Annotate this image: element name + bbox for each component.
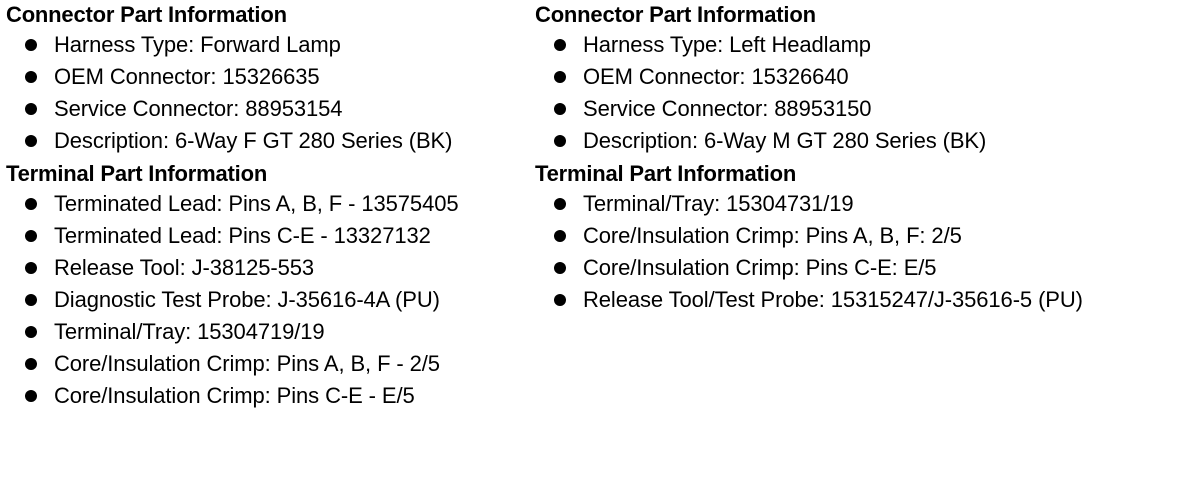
list-item-text: Service Connector: 88953154 [54,96,343,121]
list-item: Core/Insulation Crimp: Pins C-E - E/5 [6,380,534,412]
bullet-icon [25,103,37,115]
list-item: Service Connector: 88953154 [6,93,534,125]
list-item: Core/Insulation Crimp: Pins C-E: E/5 [535,252,1175,284]
bullet-icon [554,39,566,51]
list-item-text: Release Tool/Test Probe: 15315247/J-3561… [583,287,1083,312]
list-item-text: Description: 6-Way M GT 280 Series (BK) [583,128,987,153]
terminal-list: Terminated Lead: Pins A, B, F - 13575405… [6,188,534,412]
list-item-text: Terminal/Tray: 15304719/19 [54,319,325,344]
list-item-text: Service Connector: 88953150 [583,96,872,121]
bullet-icon [25,294,37,306]
list-item-text: Release Tool: J-38125-553 [54,255,315,280]
list-item-text: Harness Type: Forward Lamp [54,32,341,57]
list-item: Release Tool: J-38125-553 [6,252,534,284]
list-item: Harness Type: Left Headlamp [535,29,1175,61]
list-item: Description: 6-Way F GT 280 Series (BK) [6,125,534,157]
bullet-icon [25,262,37,274]
list-item: Harness Type: Forward Lamp [6,29,534,61]
terminal-heading: Terminal Part Information [6,161,268,186]
list-item-text: OEM Connector: 15326640 [583,64,849,89]
bullet-icon [25,390,37,402]
bullet-icon [554,230,566,242]
list-item: Description: 6-Way M GT 280 Series (BK) [535,125,1175,157]
list-item: Service Connector: 88953150 [535,93,1175,125]
list-item: Terminal/Tray: 15304719/19 [6,316,534,348]
connector-heading: Connector Part Information [535,2,816,27]
bullet-icon [554,198,566,210]
list-item-text: Core/Insulation Crimp: Pins A, B, F - 2/… [54,351,440,376]
bullet-icon [554,294,566,306]
list-item: Terminated Lead: Pins A, B, F - 13575405 [6,188,534,220]
bullet-icon [554,135,566,147]
bullet-icon [25,39,37,51]
list-item: OEM Connector: 15326640 [535,61,1175,93]
bullet-icon [25,198,37,210]
list-item: Terminated Lead: Pins C-E - 13327132 [6,220,534,252]
list-item-text: Core/Insulation Crimp: Pins C-E - E/5 [54,383,415,408]
list-item-text: Diagnostic Test Probe: J-35616-4A (PU) [54,287,440,312]
list-item-text: Terminated Lead: Pins C-E - 13327132 [54,223,431,248]
list-item-text: Terminated Lead: Pins A, B, F - 13575405 [54,191,459,216]
bullet-icon [554,71,566,83]
list-item-text: Description: 6-Way F GT 280 Series (BK) [54,128,453,153]
right-column: Connector Part Information Harness Type:… [535,0,1175,316]
list-item-text: Harness Type: Left Headlamp [583,32,871,57]
list-item: Release Tool/Test Probe: 15315247/J-3561… [535,284,1175,316]
list-item-text: Terminal/Tray: 15304731/19 [583,191,854,216]
list-item-text: Core/Insulation Crimp: Pins A, B, F: 2/5 [583,223,962,248]
bullet-icon [25,326,37,338]
bullet-icon [554,103,566,115]
list-item-text: OEM Connector: 15326635 [54,64,320,89]
list-item: OEM Connector: 15326635 [6,61,534,93]
list-item-text: Core/Insulation Crimp: Pins C-E: E/5 [583,255,937,280]
list-item: Terminal/Tray: 15304731/19 [535,188,1175,220]
list-item: Core/Insulation Crimp: Pins A, B, F - 2/… [6,348,534,380]
bullet-icon [25,71,37,83]
left-column: Connector Part Information Harness Type:… [6,0,534,412]
bullet-icon [25,358,37,370]
bullet-icon [25,135,37,147]
bullet-icon [25,230,37,242]
connector-heading: Connector Part Information [6,2,287,27]
terminal-heading: Terminal Part Information [535,161,797,186]
bullet-icon [554,262,566,274]
list-item: Core/Insulation Crimp: Pins A, B, F: 2/5 [535,220,1175,252]
list-item: Diagnostic Test Probe: J-35616-4A (PU) [6,284,534,316]
